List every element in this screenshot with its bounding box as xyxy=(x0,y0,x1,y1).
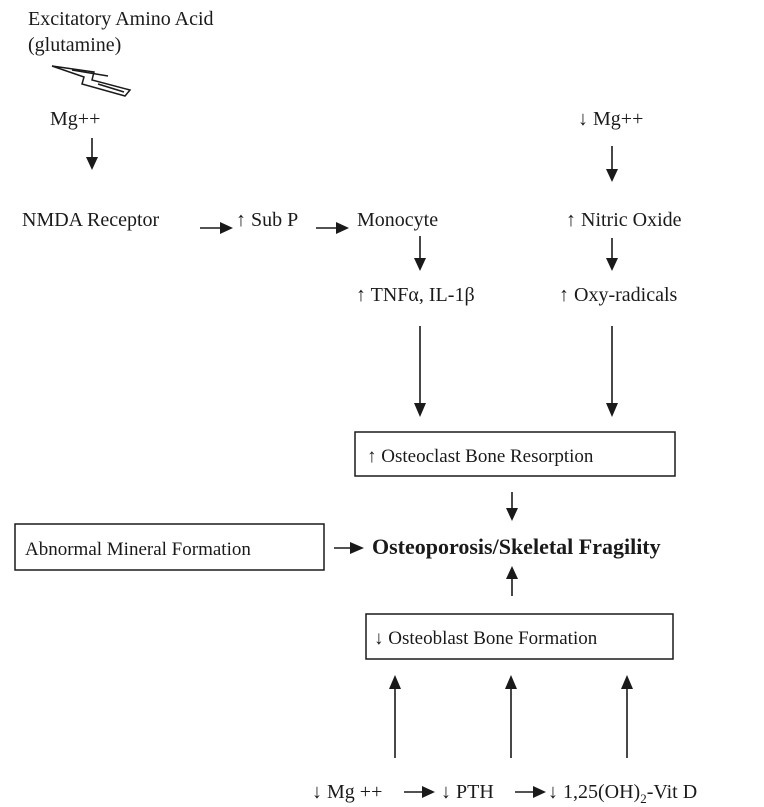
cytokines-label: ↑ TNFα, IL-1β xyxy=(356,284,475,306)
low-mg-label: ↓ Mg++ xyxy=(578,108,643,130)
vit-d-suffix: -Vit D xyxy=(647,781,697,803)
vit-d-label: ↓ 1,25(OH)2-Vit D xyxy=(548,781,697,806)
osteoblast-label: ↓ Osteoblast Bone Formation xyxy=(374,628,598,649)
arrow-lowmg-to-nitric xyxy=(606,146,618,182)
lightning-bolt-icon xyxy=(51,65,132,97)
arrow-osteoclast-to-outcome xyxy=(506,492,518,521)
trigger-label-line1: Excitatory Amino Acid xyxy=(28,8,214,30)
abnormal-mineral-box: Abnormal Mineral Formation xyxy=(14,523,325,571)
outcome-label: Osteoporosis/Skeletal Fragility xyxy=(372,534,661,559)
bottom-mg-label: ↓ Mg ++ xyxy=(312,781,382,803)
nitric-oxide-label: ↑ Nitric Oxide xyxy=(566,209,682,231)
vit-d-prefix: ↓ 1,25(OH) xyxy=(548,781,640,803)
arrow-mg-to-osteoblast xyxy=(389,675,401,758)
sub-p-label: ↑ Sub P xyxy=(236,209,298,231)
arrow-nitric-to-oxy xyxy=(606,238,618,271)
trigger-label-line2: (glutamine) xyxy=(28,34,121,56)
mg-label: Mg++ xyxy=(50,108,100,130)
osteoclast-box: ↑ Osteoclast Bone Resorption xyxy=(354,431,676,477)
nmda-receptor-label: NMDA Receptor xyxy=(22,209,160,231)
vit-d-subscript: 2 xyxy=(640,791,647,806)
arrow-monocyte-to-cytokines xyxy=(414,236,426,271)
arrow-cytokines-to-osteoclast xyxy=(414,326,426,417)
arrow-pth-to-vitd xyxy=(515,786,546,798)
arrow-osteoblast-to-outcome xyxy=(506,566,518,596)
arrow-abnormal-to-outcome xyxy=(334,542,364,554)
oxy-radicals-label: ↑ Oxy-radicals xyxy=(559,284,678,306)
osteoclast-label: ↑ Osteoclast Bone Resorption xyxy=(367,446,594,467)
arrow-nmda-to-subp xyxy=(200,222,233,234)
arrow-mg-to-nmda xyxy=(86,138,98,170)
abnormal-mineral-label: Abnormal Mineral Formation xyxy=(25,539,251,560)
monocyte-label: Monocyte xyxy=(357,209,438,231)
arrow-vitd-to-osteoblast xyxy=(621,675,633,758)
arrow-pth-to-osteoblast xyxy=(505,675,517,758)
arrow-subp-to-monocyte xyxy=(316,222,349,234)
pth-label: ↓ PTH xyxy=(441,781,494,803)
arrow-oxy-to-osteoclast xyxy=(606,326,618,417)
osteoblast-box: ↓ Osteoblast Bone Formation xyxy=(365,613,674,660)
arrow-bottom-mg-to-pth xyxy=(404,786,435,798)
